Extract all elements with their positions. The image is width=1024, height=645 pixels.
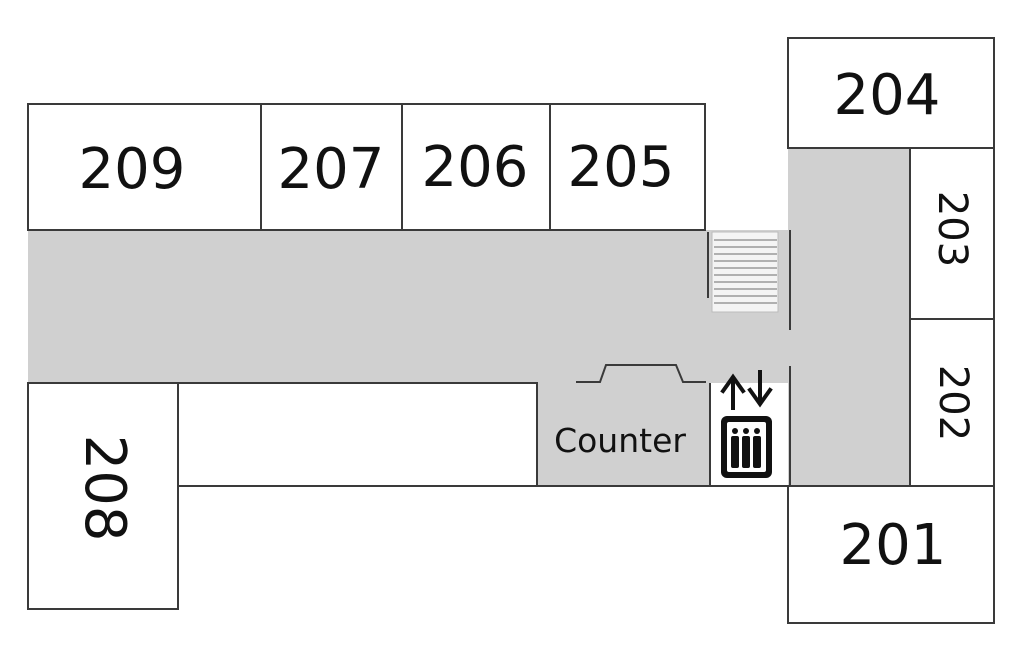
room-208[interactable] — [27, 382, 179, 610]
stairs-steps — [714, 239, 777, 304]
room-208-label: 208 — [72, 435, 137, 542]
elevator-down-arrow — [747, 370, 773, 408]
counter-label: Counter — [554, 421, 686, 460]
rooms — [27, 37, 995, 624]
elevator-up-arrow — [720, 373, 746, 410]
room-205-label: 205 — [568, 135, 675, 200]
room-201[interactable] — [787, 485, 995, 624]
walls — [28, 229, 910, 487]
elevator-people — [731, 428, 761, 468]
room-203[interactable] — [909, 147, 995, 320]
side-corridor — [788, 148, 910, 486]
room-unlabeled — [177, 382, 538, 487]
counter-outline — [576, 364, 706, 383]
main-corridor — [28, 230, 790, 383]
room-207-label: 207 — [278, 137, 385, 202]
room-209-label: 209 — [79, 137, 186, 202]
room-202[interactable] — [909, 318, 995, 487]
stairs-outline — [711, 231, 779, 313]
room-labels: 209 207 206 205 204 201 203 202 208 Coun… — [72, 63, 976, 578]
corridor — [28, 148, 910, 486]
room-206-label: 206 — [422, 135, 529, 200]
stairs-icon — [711, 231, 779, 313]
room-204[interactable] — [787, 37, 995, 149]
room-202-label: 202 — [930, 365, 976, 441]
room-203-label: 203 — [929, 191, 975, 267]
counter-area — [537, 380, 711, 486]
room-201-label: 201 — [840, 513, 947, 578]
room-204-label: 204 — [834, 63, 941, 128]
elevator-icon — [720, 370, 773, 478]
